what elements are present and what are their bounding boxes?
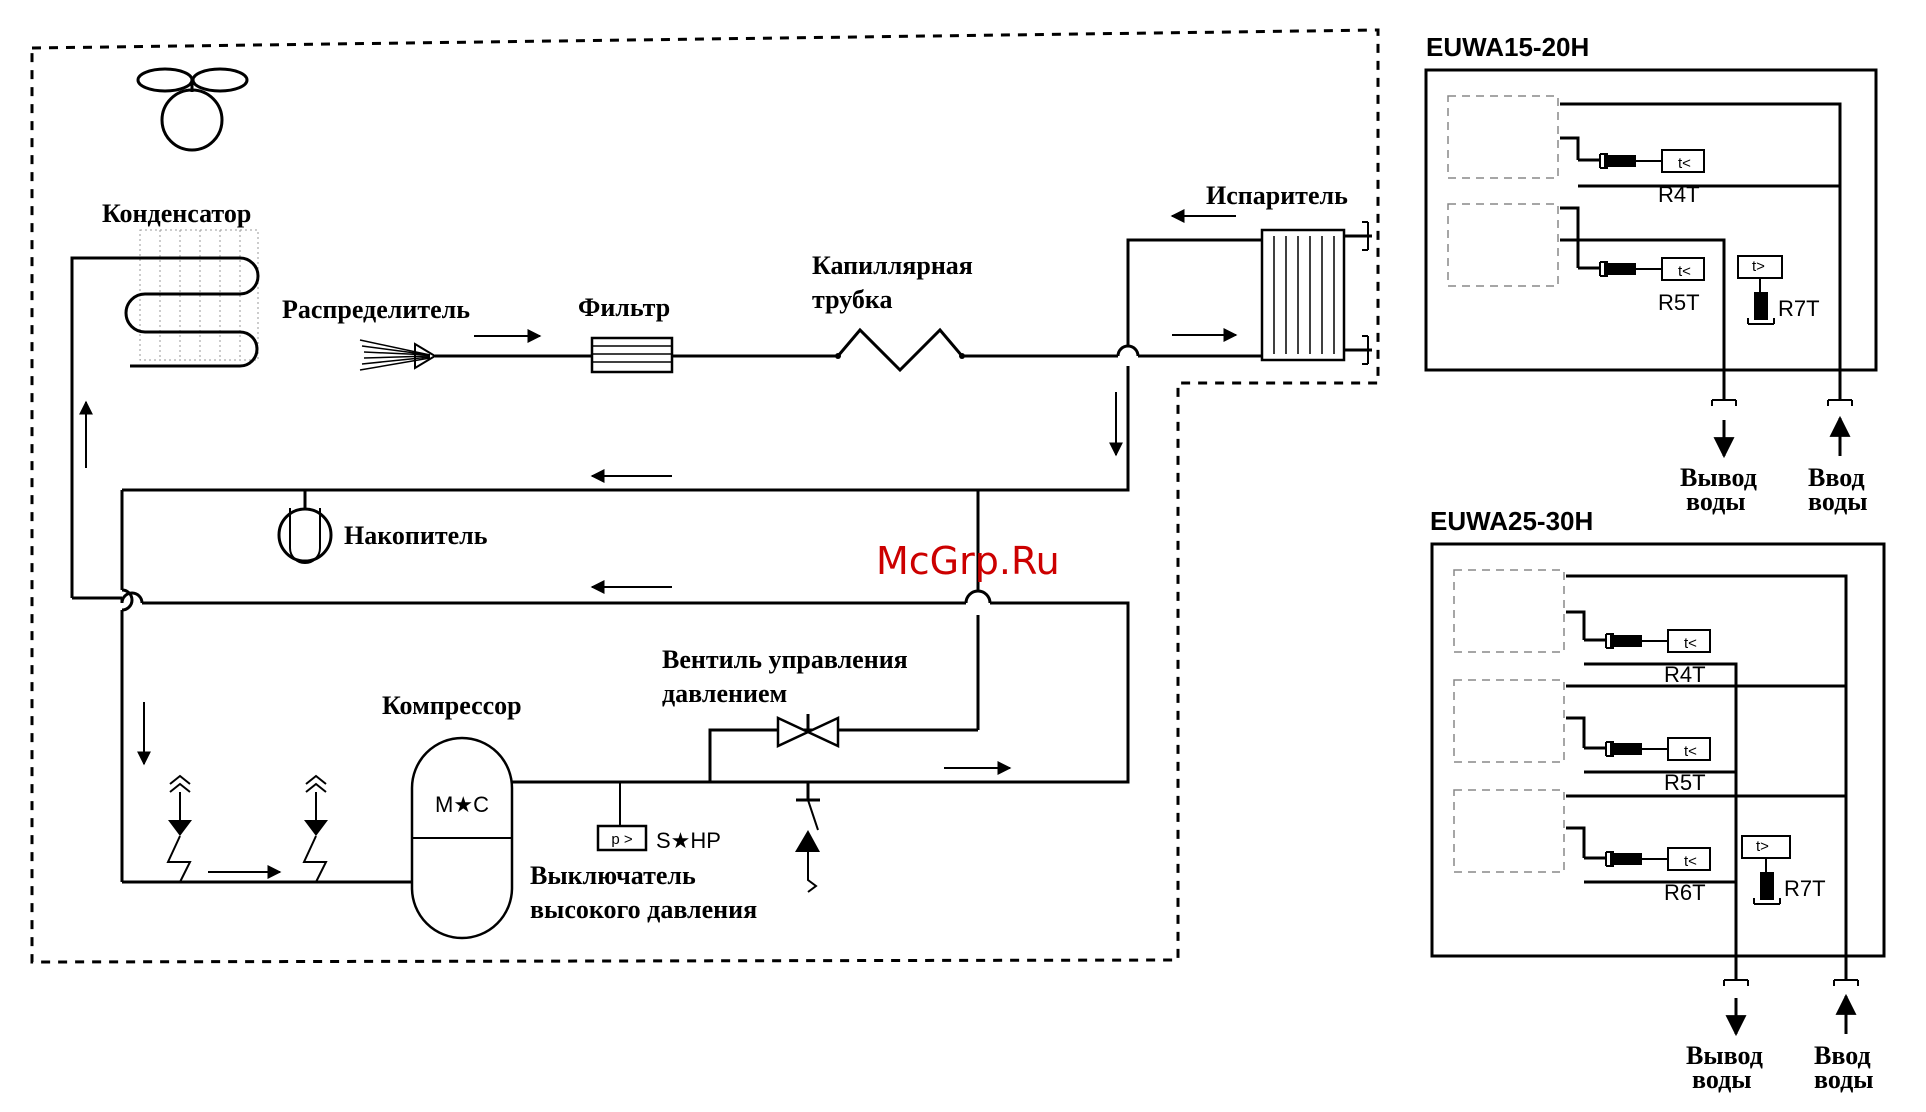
- high-pressure-switch-icon: p > S★HP: [598, 782, 721, 853]
- unit-b-in-2: воды: [1814, 1065, 1874, 1094]
- unit-a-out-2: воды: [1686, 487, 1746, 516]
- compressor-code: M★C: [435, 792, 489, 817]
- unit-b-diagram: EUWA25-30H t< R4T t< R5T t< R6T t>: [1430, 506, 1884, 1094]
- compressor-icon: M★C: [412, 738, 512, 938]
- unit-a-diagram: EUWA15-20H t< R4T t< R5T t> R7T Вывод во…: [1426, 32, 1876, 516]
- capillary-label-1: Капиллярная: [812, 251, 973, 280]
- condenser-icon: [72, 230, 258, 598]
- accumulator-icon: [279, 508, 331, 563]
- switch-label-1: Выключатель: [530, 861, 696, 890]
- hp-sensor-label: p >: [611, 831, 633, 848]
- distributor-label: Распределитель: [282, 295, 470, 324]
- unit-b-r5t: R5T: [1664, 770, 1706, 795]
- valve-label-2: давлением: [662, 679, 787, 708]
- unit-b-out-2: воды: [1692, 1065, 1752, 1094]
- compressor-label: Компрессор: [382, 691, 522, 720]
- unit-a-r7t: R7T: [1778, 296, 1820, 321]
- unit-a-in-2: воды: [1808, 487, 1868, 516]
- pressure-control-valve-icon: [710, 714, 978, 746]
- condenser-label: Конденсатор: [102, 199, 251, 228]
- unit-a-r5t: R5T: [1658, 290, 1700, 315]
- unit-b-r7t: R7T: [1784, 876, 1826, 901]
- unit-b-r5t-t: t<: [1684, 743, 1697, 760]
- service-valve-icon: [795, 782, 820, 892]
- unit-b-r4t: R4T: [1664, 662, 1706, 687]
- distributor-icon: [360, 340, 435, 370]
- hp-code: S★HP: [656, 828, 721, 853]
- filter-icon: [592, 338, 672, 372]
- unit-a-r4t-t: t<: [1678, 155, 1691, 172]
- switch-label-2: высокого давления: [530, 895, 757, 924]
- fan-icon: [138, 69, 247, 150]
- filter-label: Фильтр: [578, 293, 670, 322]
- unit-a-r4t: R4T: [1658, 182, 1700, 207]
- unit-b-r6t-t: t<: [1684, 853, 1697, 870]
- accumulator-label: Накопитель: [344, 521, 488, 550]
- check-valve-1-icon: [168, 776, 192, 882]
- unit-boundary: [32, 30, 1378, 962]
- capillary-tube-icon: [838, 330, 962, 370]
- capillary-label-2: трубка: [812, 285, 892, 314]
- unit-a-r5t-t: t<: [1678, 263, 1691, 280]
- unit-a-r7t-t: t>: [1752, 258, 1765, 275]
- unit-b-r7t-t: t>: [1756, 838, 1769, 855]
- evaporator-icon: [1262, 222, 1372, 364]
- unit-b-r4t-t: t<: [1684, 635, 1697, 652]
- evaporator-label: Испаритель: [1206, 181, 1348, 210]
- watermark: McGrp.Ru: [876, 539, 1060, 583]
- check-valve-2-icon: [304, 776, 328, 882]
- unit-a-title: EUWA15-20H: [1426, 32, 1589, 62]
- valve-label-1: Вентиль управления: [662, 645, 908, 674]
- main-circuit: M★C p > S★HP: [32, 30, 1378, 962]
- unit-b-title: EUWA25-30H: [1430, 506, 1593, 536]
- unit-b-r6t: R6T: [1664, 880, 1706, 905]
